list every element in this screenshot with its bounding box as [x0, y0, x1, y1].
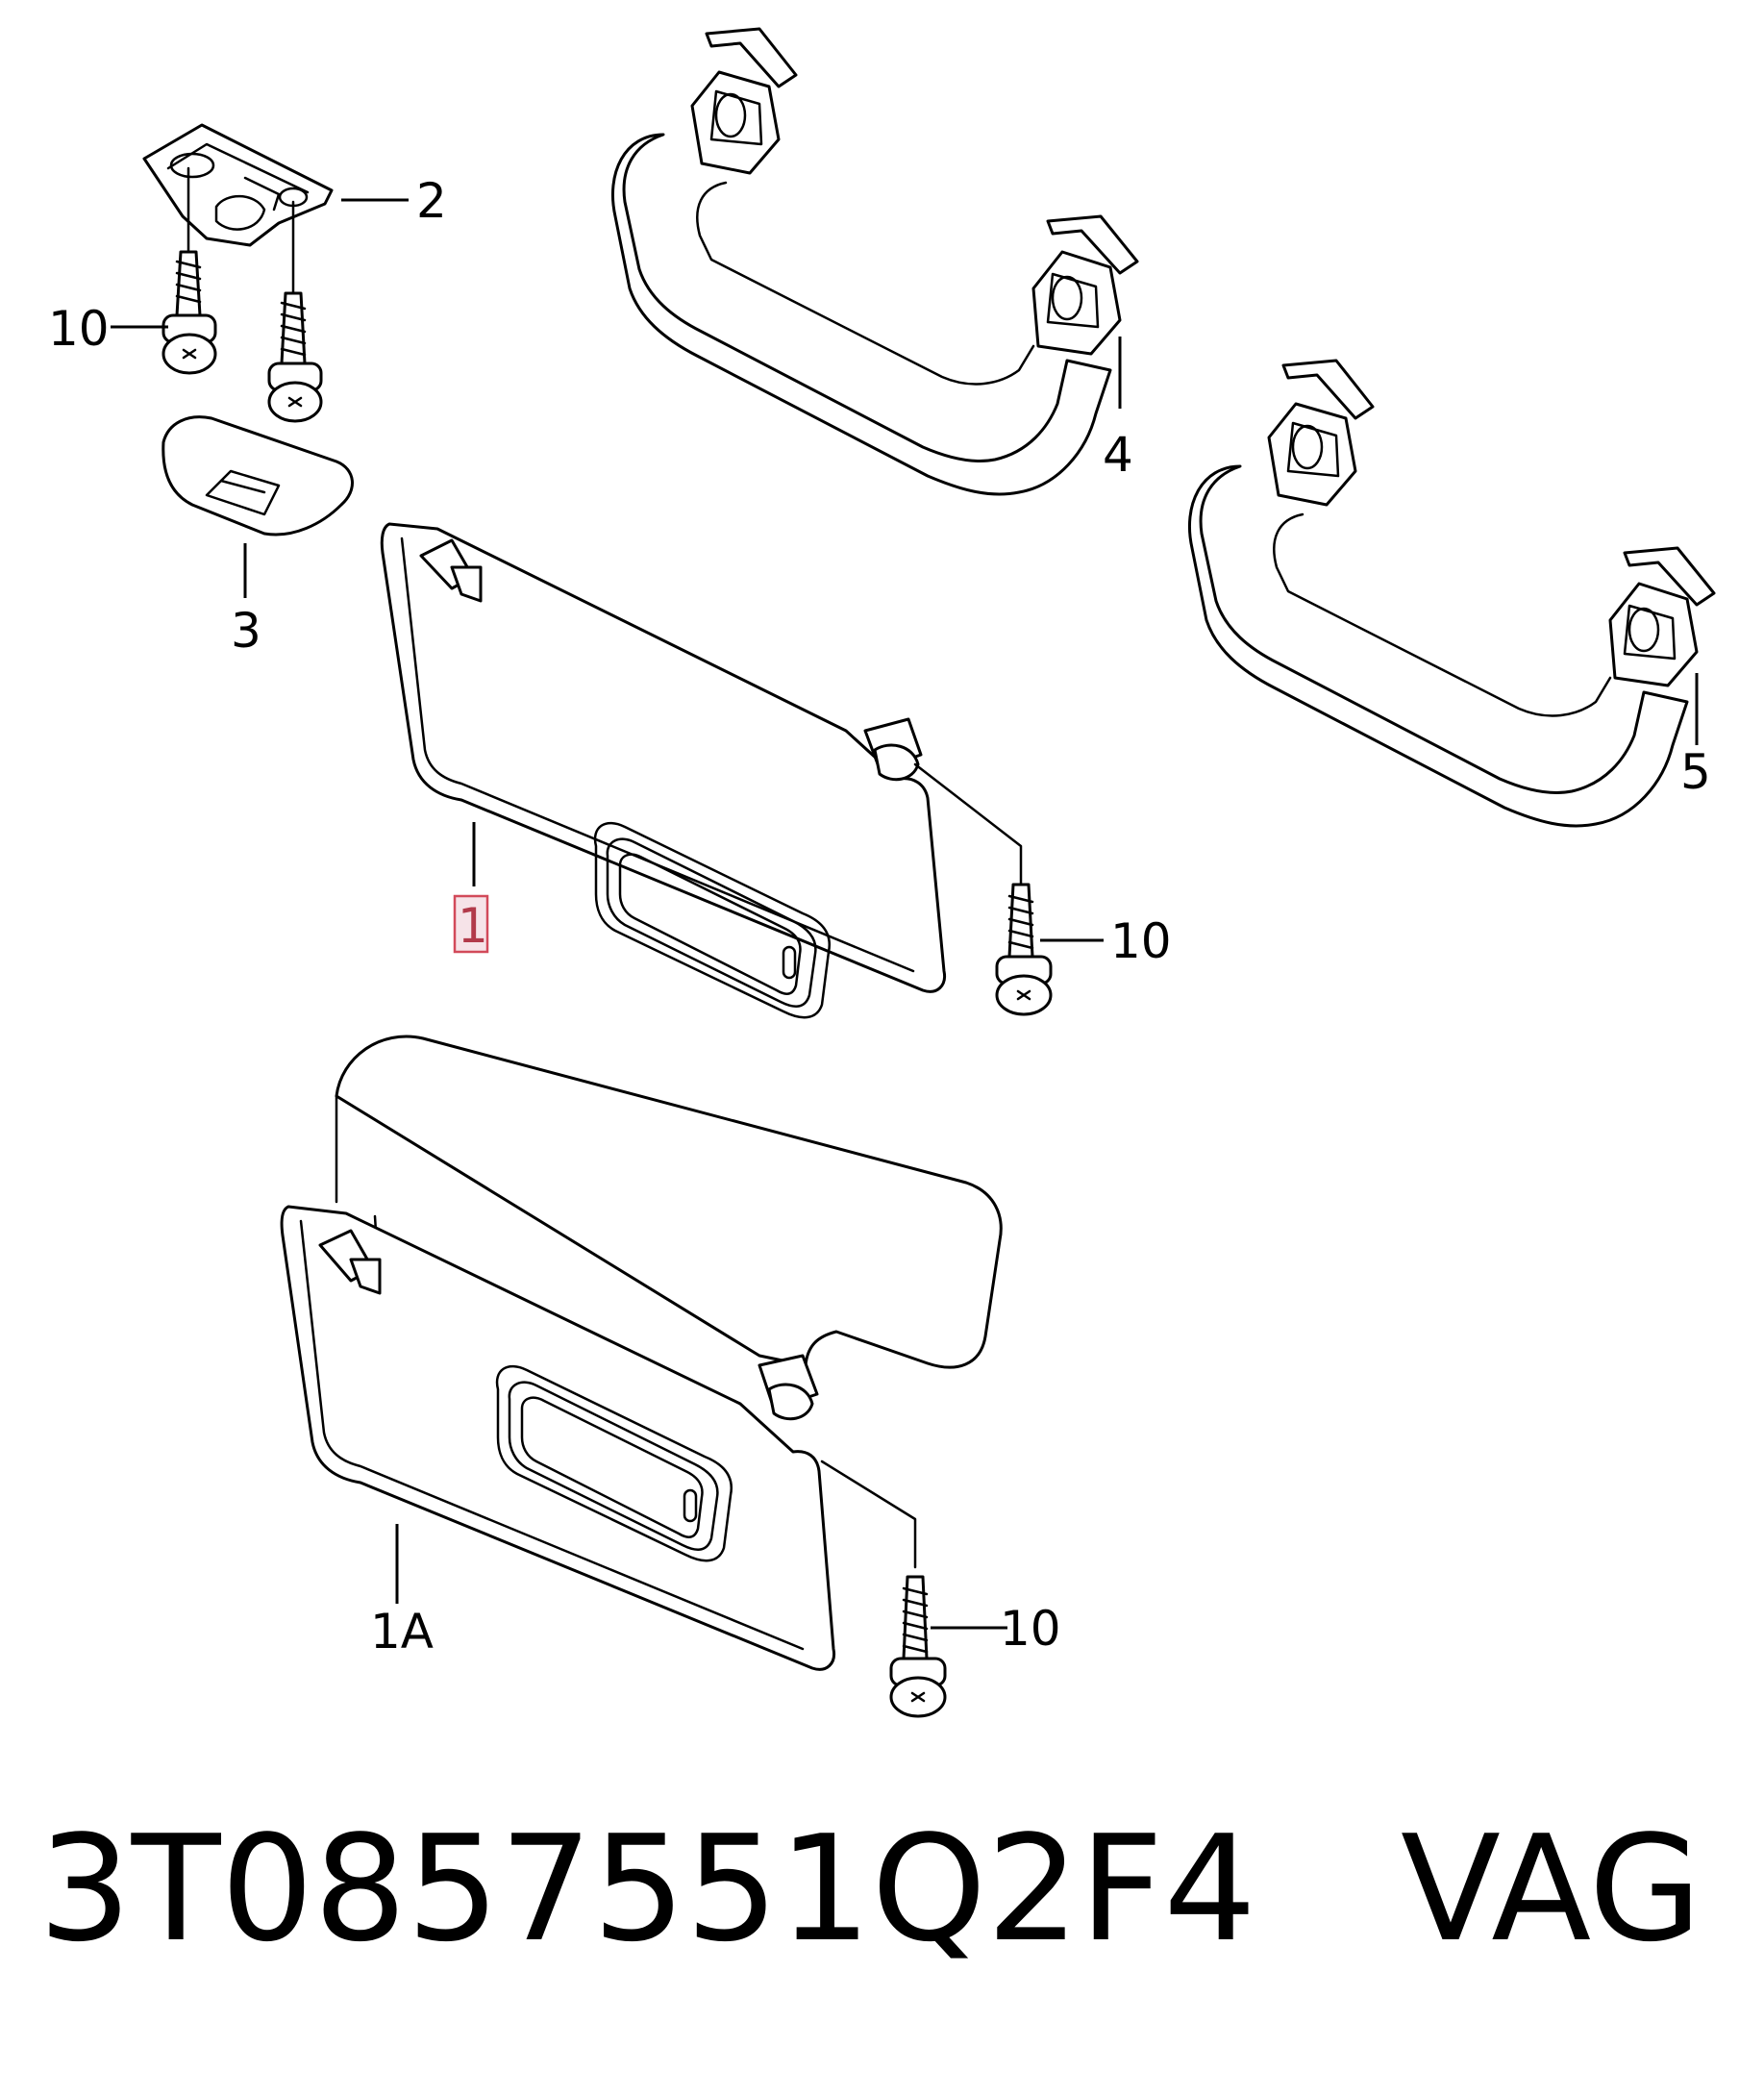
callout-2[interactable]: 2 — [416, 173, 447, 229]
grab-handle-part-5 — [1187, 359, 1716, 828]
callout-10-visor-1a[interactable]: 10 — [1000, 1601, 1061, 1657]
callout-5[interactable]: 5 — [1680, 744, 1711, 800]
callout-10-visor-1[interactable]: 10 — [1110, 913, 1172, 969]
screw-visor-1 — [913, 762, 1053, 1016]
callout-1[interactable]: 1 — [458, 898, 488, 954]
callout-10-top-left[interactable]: 10 — [48, 301, 110, 357]
brand-name: VAG — [1401, 1804, 1702, 1974]
screw-top-middle — [267, 200, 323, 423]
grab-handle-part-4 — [610, 27, 1139, 496]
callout-3[interactable]: 3 — [231, 603, 261, 659]
callout-1a[interactable]: 1A — [370, 1604, 434, 1659]
part-number: 3T0857551Q2F4 — [38, 1804, 1256, 1974]
sun-visor-part-1 — [380, 522, 947, 1019]
cover-cap-part — [161, 415, 354, 536]
callout-4[interactable]: 4 — [1103, 427, 1133, 483]
screw-top-left — [161, 166, 217, 375]
highlight-box — [453, 894, 489, 954]
screw-visor-1a — [820, 1460, 947, 1718]
callout-1-highlighted[interactable]: 1 — [453, 894, 489, 954]
sun-visor-part-1a — [280, 1035, 1003, 1671]
leader-lines — [111, 198, 1699, 1630]
mounting-bracket-part — [142, 123, 334, 247]
